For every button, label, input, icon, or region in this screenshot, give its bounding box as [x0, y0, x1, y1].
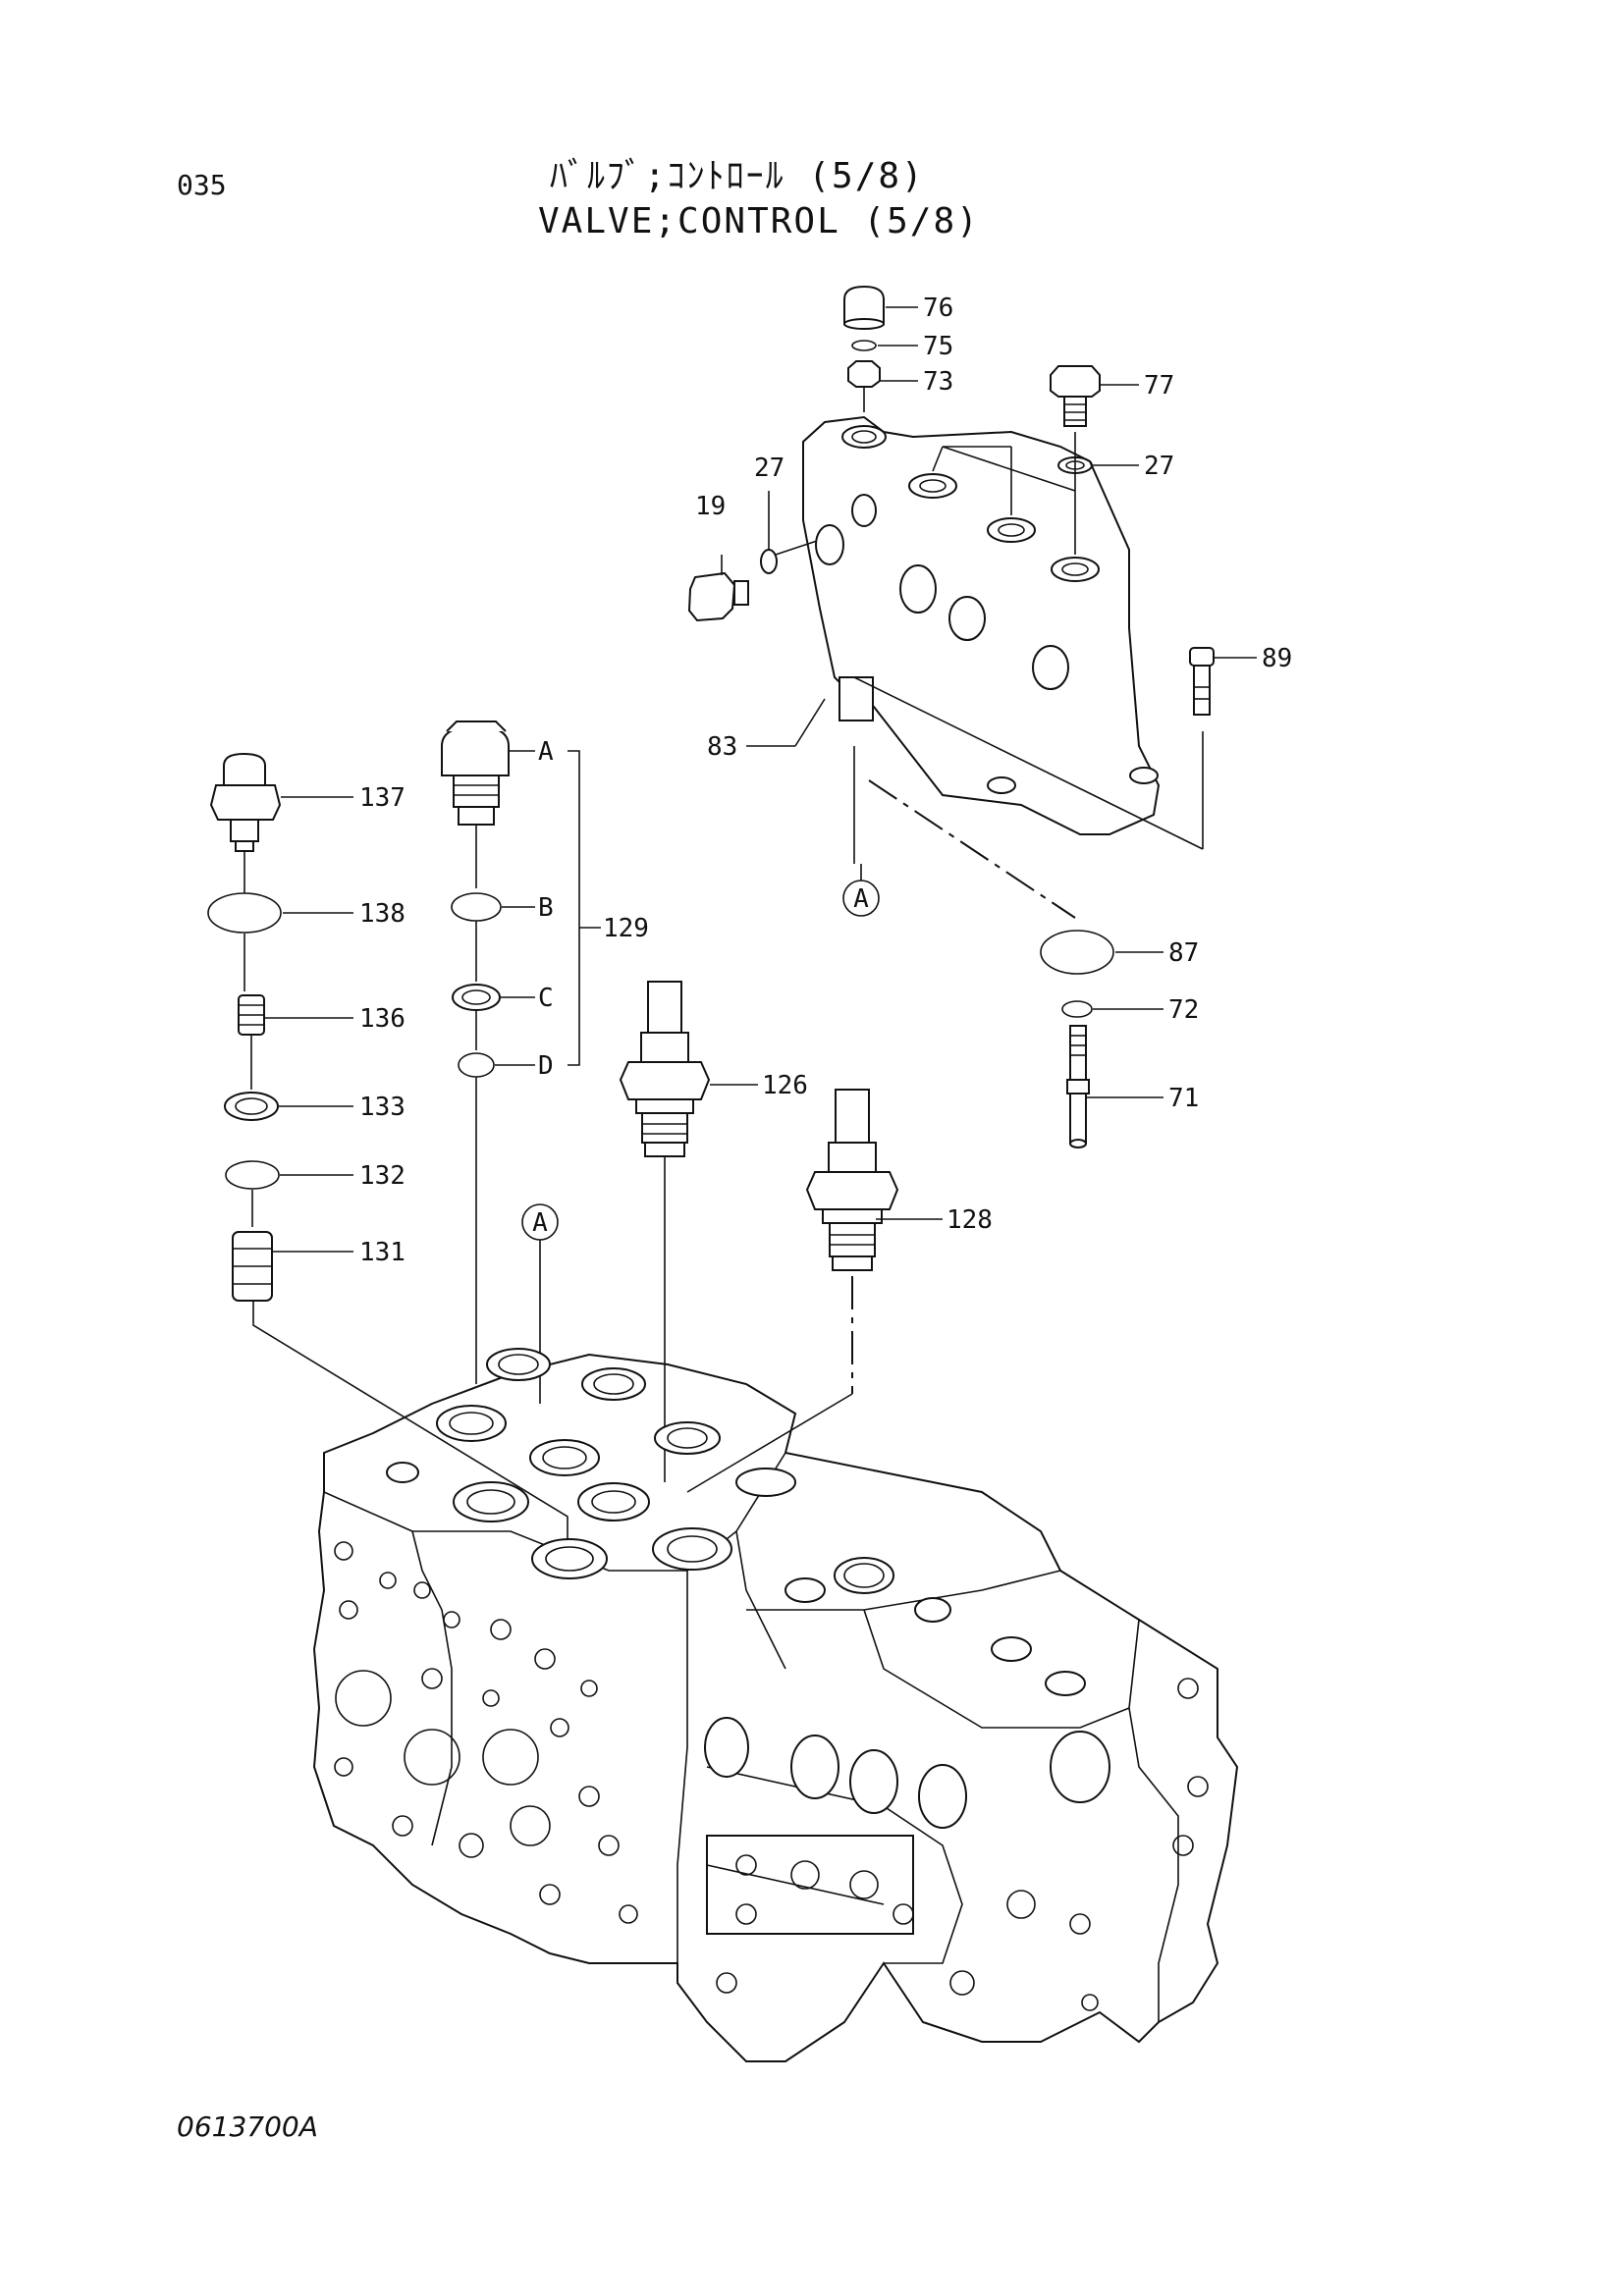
callout-131: 131 [359, 1238, 406, 1267]
ref-a-top-marker [842, 864, 880, 917]
drawing-number: 0613700A [177, 2110, 318, 2143]
callout-89: 89 [1262, 644, 1292, 673]
part-77-plug [1050, 365, 1139, 427]
part-27-washer-right [1057, 456, 1139, 474]
callout-73: 73 [923, 367, 953, 397]
callout-19: 19 [695, 492, 726, 521]
callout-27-left: 27 [754, 454, 784, 483]
callout-138: 138 [359, 899, 406, 929]
callout-75: 75 [923, 332, 953, 361]
callout-27-right: 27 [1144, 452, 1174, 481]
part-75-snap-ring [851, 340, 918, 351]
part-89-bolt [1189, 647, 1257, 716]
part-126-relief-valve [619, 981, 758, 1482]
part-19-plug [687, 555, 749, 622]
callout-137: 137 [359, 783, 406, 813]
callout-128: 128 [947, 1205, 993, 1235]
callout-132: 132 [359, 1161, 406, 1191]
part-71-stud [1066, 1025, 1163, 1148]
callout-133: 133 [359, 1093, 406, 1122]
control-valve-body [312, 1348, 1239, 2062]
part-72-o-ring [1061, 1000, 1163, 1018]
page-title-japanese: ﾊﾞﾙﾌﾞ;ｺﾝﾄﾛｰﾙ (5/8) [550, 156, 925, 196]
part-137-plug [209, 752, 353, 893]
callout-71: 71 [1168, 1084, 1199, 1113]
callout-129-sub-c: C [538, 984, 554, 1013]
part-133-washer [224, 1092, 353, 1121]
part-136-spring [238, 994, 353, 1090]
callout-136: 136 [359, 1004, 406, 1034]
ref-a-bottom-label: A [532, 1208, 548, 1238]
callout-126: 126 [762, 1071, 808, 1100]
callout-87: 87 [1168, 938, 1199, 968]
leader-83 [746, 698, 826, 747]
part-83-cover [802, 388, 1204, 850]
page-number: 035 [177, 169, 227, 201]
part-132-o-ring [225, 1160, 353, 1227]
callout-76: 76 [923, 294, 953, 323]
part-73-nut [847, 360, 918, 388]
part-129-plug-set [441, 721, 601, 1384]
callout-129: 129 [603, 914, 649, 943]
cover-to-o-ring-87-guide [853, 746, 1076, 919]
part-87-o-ring [1040, 930, 1163, 975]
part-138-o-ring [207, 892, 353, 991]
callout-129-sub-b: B [538, 893, 554, 923]
ref-a-top-label: A [853, 884, 869, 914]
part-76-cap [843, 285, 918, 330]
part-128-relief-valve [686, 1089, 943, 1493]
callout-83: 83 [707, 732, 737, 762]
callout-77: 77 [1144, 371, 1174, 400]
callout-129-sub-d: D [538, 1051, 554, 1081]
callout-72: 72 [1168, 995, 1199, 1025]
page-title-english: VALVE;CONTROL (5/8) [538, 201, 980, 241]
callout-129-sub-a: A [538, 737, 554, 767]
